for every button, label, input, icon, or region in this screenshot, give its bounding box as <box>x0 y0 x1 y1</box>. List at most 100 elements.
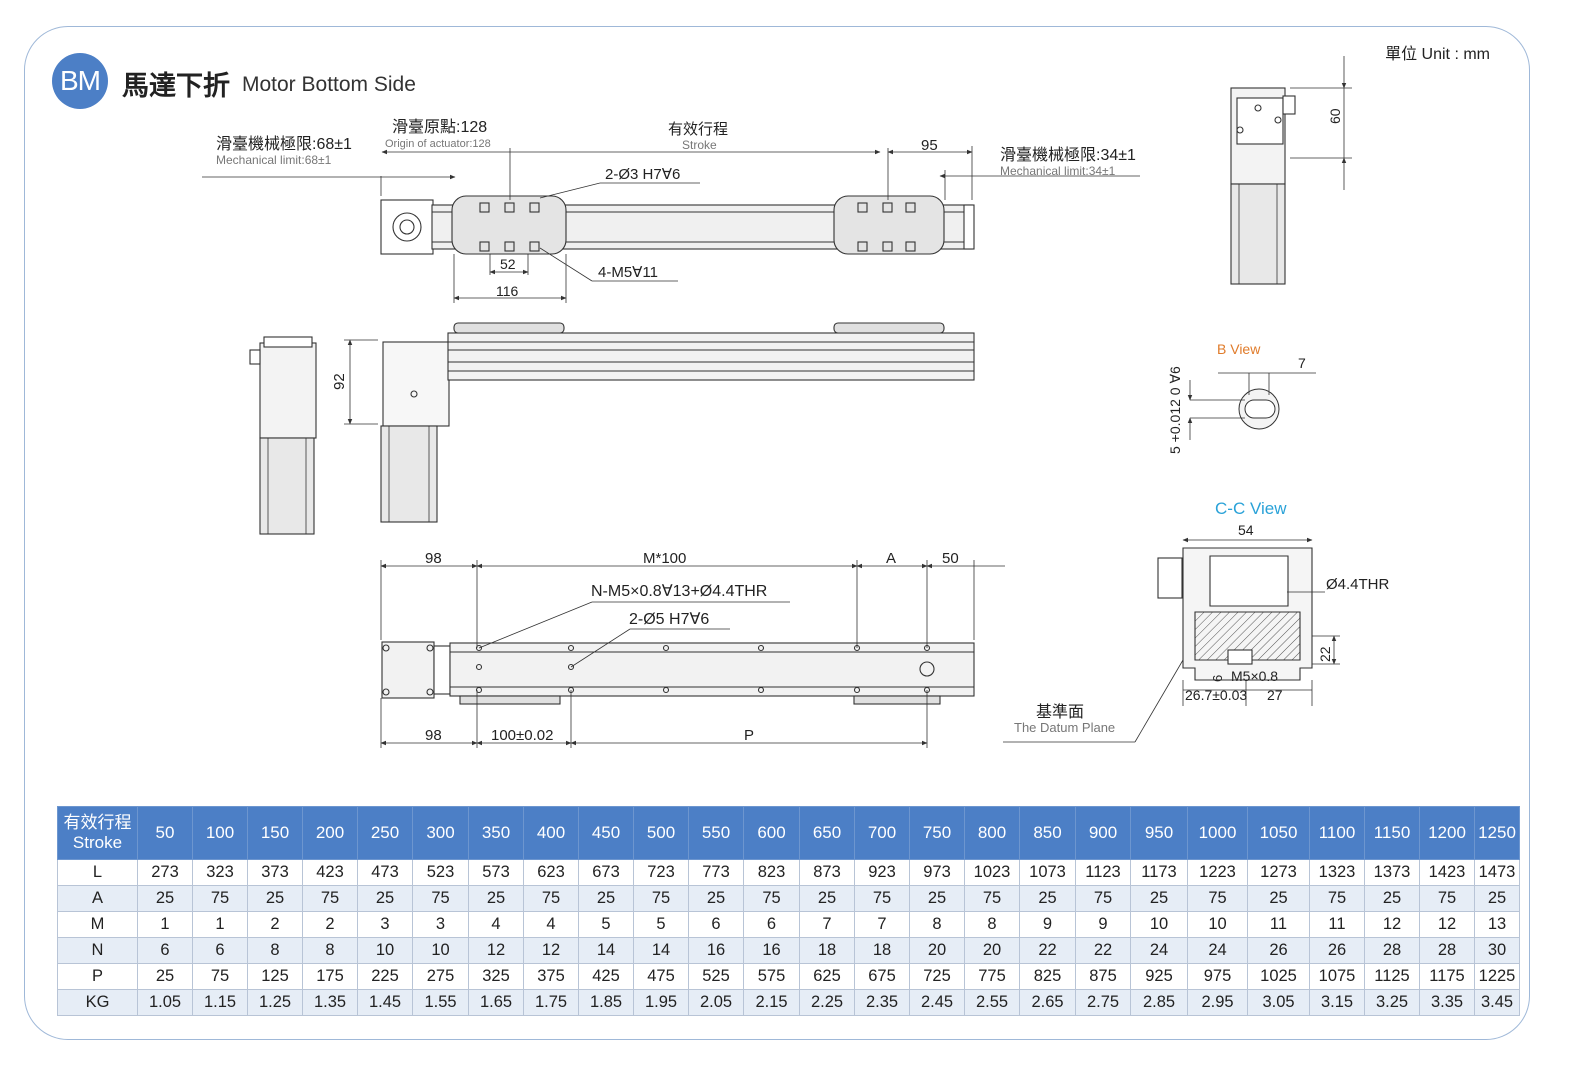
section-title-cn: 馬達下折 <box>122 71 230 101</box>
cc-dim-54: 54 <box>1238 522 1254 538</box>
table-cell: 975 <box>1187 963 1248 990</box>
table-cell: 2.65 <box>1019 989 1076 1016</box>
mech-limit-left-cn: 滑臺機械極限:68±1 <box>216 135 352 153</box>
cc-thru-label: Ø4.4THR <box>1326 576 1390 593</box>
stroke-value-cell: 650 <box>799 806 855 860</box>
table-cell: 75 <box>743 885 800 912</box>
table-cell: 1023 <box>964 859 1020 886</box>
table-cell: 3.25 <box>1364 989 1420 1016</box>
table-cell: 1.95 <box>633 989 689 1016</box>
table-cell: 18 <box>799 937 855 964</box>
page-frame <box>24 26 1530 1040</box>
stroke-value-cell: 350 <box>468 806 524 860</box>
row-label-cell: A <box>57 885 138 912</box>
table-cell: 1 <box>137 911 193 938</box>
bottom-dim-100: 100±0.02 <box>491 727 553 744</box>
table-cell: 25 <box>1247 885 1310 912</box>
table-cell: 16 <box>688 937 744 964</box>
table-cell: 3.45 <box>1474 989 1520 1016</box>
table-cell: 24 <box>1187 937 1248 964</box>
bottom-dim-50: 50 <box>942 550 959 567</box>
top-view <box>202 146 1140 303</box>
table-cell: 6 <box>192 937 248 964</box>
table-cell: 6 <box>743 911 800 938</box>
table-cell: 12 <box>1364 911 1420 938</box>
b-view <box>1187 372 1316 440</box>
stroke-value-cell: 600 <box>743 806 800 860</box>
mech-limit-right-cn: 滑臺機械極限:34±1 <box>1000 146 1136 164</box>
table-cell: 20 <box>964 937 1020 964</box>
table-cell: 10 <box>357 937 413 964</box>
table-cell: 2.95 <box>1187 989 1248 1016</box>
mech-limit-right-en: Mechanical limit:34±1 <box>1000 164 1116 178</box>
table-cell: 12 <box>468 937 524 964</box>
table-cell: 2.45 <box>909 989 965 1016</box>
bottom-dim-m100: M*100 <box>643 550 686 567</box>
stroke-value-cell: 150 <box>247 806 303 860</box>
table-cell: 1473 <box>1474 859 1520 886</box>
table-cell: 25 <box>1130 885 1188 912</box>
stroke-header-en: Stroke <box>72 833 123 852</box>
table-cell: 25 <box>137 885 193 912</box>
table-cell: 25 <box>688 885 744 912</box>
table-cell: 1223 <box>1187 859 1248 886</box>
rail-body-side <box>447 332 975 381</box>
table-cell: 25 <box>137 963 193 990</box>
row-label-cell: KG <box>57 989 138 1016</box>
table-cell: 75 <box>633 885 689 912</box>
table-cell: 1323 <box>1309 859 1365 886</box>
table-cell: 2.05 <box>688 989 744 1016</box>
table-cell: 11 <box>1247 911 1310 938</box>
table-cell: 1173 <box>1130 859 1188 886</box>
table-cell: 5 <box>633 911 689 938</box>
table-cell: 12 <box>523 937 579 964</box>
motor-body-side <box>380 425 438 523</box>
stroke-value-cell: 1200 <box>1419 806 1475 860</box>
tap-holes-label: 4-M5∀11 <box>598 264 658 281</box>
stroke-value-cell: 400 <box>523 806 579 860</box>
table-cell: 75 <box>412 885 469 912</box>
table-cell: 3 <box>412 911 469 938</box>
table-cell: 1.55 <box>412 989 469 1016</box>
bottom-holes-pin-label: 2-Ø5 H7∀6 <box>629 611 709 628</box>
table-cell: 22 <box>1075 937 1131 964</box>
table-cell: 8 <box>302 937 358 964</box>
table-cell: 75 <box>302 885 358 912</box>
row-label-cell: P <box>57 963 138 990</box>
stroke-value-cell: 550 <box>688 806 744 860</box>
cc-dim-22: 22 <box>1317 646 1333 662</box>
table-cell: 10 <box>1187 911 1248 938</box>
table-cell: 1373 <box>1364 859 1420 886</box>
stroke-value-cell: 500 <box>633 806 689 860</box>
table-cell: 9 <box>1075 911 1131 938</box>
table-cell: 1273 <box>1247 859 1310 886</box>
table-cell: 25 <box>247 885 303 912</box>
carriage-right <box>833 195 945 255</box>
table-cell: 425 <box>578 963 634 990</box>
stroke-en: Stroke <box>682 138 717 152</box>
table-cell: 823 <box>743 859 800 886</box>
bottom-dim-98-bottom: 98 <box>425 727 442 744</box>
stroke-value-cell: 50 <box>137 806 193 860</box>
table-cell: 525 <box>688 963 744 990</box>
table-cell: 9 <box>1019 911 1076 938</box>
table-cell: 25 <box>909 885 965 912</box>
section-badge: BM <box>52 53 108 109</box>
motor-end-left <box>259 342 317 439</box>
table-cell: 75 <box>1075 885 1131 912</box>
dim-52: 52 <box>500 256 516 272</box>
table-cell: 5 <box>578 911 634 938</box>
table-cell: 2.35 <box>854 989 910 1016</box>
table-cell: 75 <box>854 885 910 912</box>
side-view <box>249 322 975 535</box>
bottom-dim-98-top: 98 <box>425 550 442 567</box>
table-cell: 8 <box>247 937 303 964</box>
table-cell: 1075 <box>1309 963 1365 990</box>
table-cell: 7 <box>799 911 855 938</box>
cc-view <box>1003 537 1340 743</box>
